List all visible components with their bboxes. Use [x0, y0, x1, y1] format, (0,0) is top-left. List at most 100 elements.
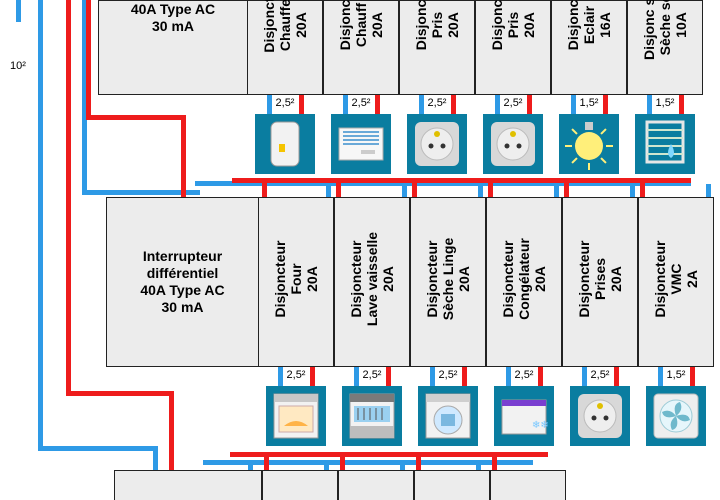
row2-breaker-label: Disjoncteur Prises 20A [576, 240, 624, 318]
row2-bus-drop [640, 181, 645, 197]
row2-neutral-wire [658, 367, 663, 386]
row1-breaker-1: Disjonct Chauffe 20A [247, 0, 323, 95]
row2-breaker-6: Disjoncteur VMC 2A [638, 197, 714, 367]
row3-neutral-bus [203, 460, 533, 465]
row2-cable-gauge: 2,5² [590, 369, 610, 381]
ventilation-fan-icon [646, 386, 706, 446]
neutral-feed-row2 [82, 190, 200, 195]
cable-gauge-label: 10² [10, 60, 26, 72]
phase-feed-row2-drop [181, 115, 186, 197]
phase-feed-row2 [86, 115, 186, 120]
row2-neutral-wire [278, 367, 283, 386]
row2-cable-gauge: 2,5² [514, 369, 534, 381]
row1-phase-wire [299, 95, 304, 114]
neutral-feed-left [38, 0, 43, 450]
row1-breaker-label: Disjonc Pris 20A [413, 0, 461, 51]
row2-bus-drop-neutral [402, 184, 407, 197]
row2-cable-gauge: 2,5² [438, 369, 458, 381]
row2-bus-drop [262, 181, 267, 197]
row2-bus-drop-neutral [554, 184, 559, 197]
row3-bus-drop [492, 452, 497, 470]
row2-breaker-3: Disjoncteur Sèche Linge 20A [410, 197, 486, 367]
row3-bus-drop [340, 452, 345, 470]
dryer-icon [418, 386, 478, 446]
row1-neutral-wire [267, 95, 272, 114]
rcd-middle: Interrupteur différentiel 40A Type AC 30… [106, 197, 259, 367]
socket-icon [570, 386, 630, 446]
row1-breaker-label: Disjonc se Sèche se 10A [641, 0, 689, 61]
row1-phase-bus [232, 178, 691, 183]
breaker-bottom-3 [414, 470, 490, 500]
row2-phase-wire [386, 367, 391, 386]
row2-cable-gauge: 2,5² [286, 369, 306, 381]
row2-bus-drop-neutral [630, 184, 635, 197]
row3-bus-drop [264, 452, 269, 470]
rcd-bottom [114, 470, 262, 500]
row2-breaker-4: Disjoncteur Congélateur 20A [486, 197, 562, 367]
row2-breaker-label: Disjoncteur Lave vaisselle 20A [348, 231, 396, 326]
row3-phase-bus [230, 452, 548, 457]
neutral-feed-row1 [82, 0, 87, 195]
row1-cable-gauge: 2,5² [351, 97, 371, 109]
row1-neutral-wire [343, 95, 348, 114]
row1-breaker-label: Disjonct Chauffe 20A [261, 0, 309, 53]
row2-bus-drop [488, 181, 493, 197]
row2-phase-wire [538, 367, 543, 386]
row1-phase-wire [603, 95, 608, 114]
neutral-feed-drop [153, 446, 158, 476]
row1-breaker-label: Disjonc Eclair 16A [565, 0, 613, 51]
row2-cable-gauge: 2,5² [362, 369, 382, 381]
row2-phase-wire [310, 367, 315, 386]
row1-breaker-label: Disjonc Chauff 20A [337, 0, 385, 51]
row1-cable-gauge: 1,5² [655, 97, 675, 109]
row1-cable-gauge: 1,5² [579, 97, 599, 109]
row3-bus-drop-neutral [248, 460, 253, 470]
row2-breaker-label: Disjoncteur Congélateur 20A [500, 237, 548, 320]
rcd-top-label: 40A Type AC 30 mA [130, 1, 216, 34]
rcd-middle-label: Interrupteur différentiel 40A Type AC 30… [140, 248, 225, 315]
row3-bus-drop [416, 452, 421, 470]
dishwasher-icon [342, 386, 402, 446]
row1-phase-wire [451, 95, 456, 114]
row2-bus-drop-neutral [326, 184, 331, 197]
row1-breaker-6: Disjonc se Sèche se 10A [627, 0, 703, 95]
freezer-icon: ❄❄ [494, 386, 554, 446]
neutral-feed-bottom [38, 446, 158, 451]
row2-phase-wire [462, 367, 467, 386]
row2-breaker-5: Disjoncteur Prises 20A [562, 197, 638, 367]
row1-breaker-3: Disjonc Pris 20A [399, 0, 475, 95]
radiator-icon [331, 114, 391, 174]
row3-bus-drop-neutral [324, 460, 329, 470]
row2-breaker-1: Disjoncteur Four 20A [258, 197, 334, 367]
socket-icon [407, 114, 467, 174]
socket-icon [483, 114, 543, 174]
row2-neutral-wire [582, 367, 587, 386]
row1-neutral-wire [571, 95, 576, 114]
neutral-feed-outer [16, 0, 21, 22]
row1-breaker-2: Disjonc Chauff 20A [323, 0, 399, 95]
row2-bus-drop-neutral [478, 184, 483, 197]
lightbulb-icon [559, 114, 619, 174]
row3-bus-drop-neutral [476, 460, 481, 470]
row3-bus-drop-neutral [400, 460, 405, 470]
svg-text:❄❄: ❄❄ [532, 420, 549, 431]
phase-feed-drop [169, 391, 174, 476]
row2-breaker-label: Disjoncteur Sèche Linge 20A [424, 237, 472, 320]
row2-cable-gauge: 1,5² [666, 369, 686, 381]
phase-feed-row1 [86, 0, 91, 120]
row2-breaker-2: Disjoncteur Lave vaisselle 20A [334, 197, 410, 367]
row2-neutral-wire [506, 367, 511, 386]
row2-phase-wire [614, 367, 619, 386]
water-heater-icon [255, 114, 315, 174]
row1-breaker-5: Disjonc Eclair 16A [551, 0, 627, 95]
row1-phase-wire [679, 95, 684, 114]
row1-neutral-wire [495, 95, 500, 114]
row1-neutral-wire [419, 95, 424, 114]
row1-phase-wire [375, 95, 380, 114]
row2-neutral-wire [354, 367, 359, 386]
row1-cable-gauge: 2,5² [503, 97, 523, 109]
phase-feed-left [66, 0, 71, 395]
row1-neutral-wire [647, 95, 652, 114]
row2-breaker-label: Disjoncteur Four 20A [272, 240, 320, 318]
